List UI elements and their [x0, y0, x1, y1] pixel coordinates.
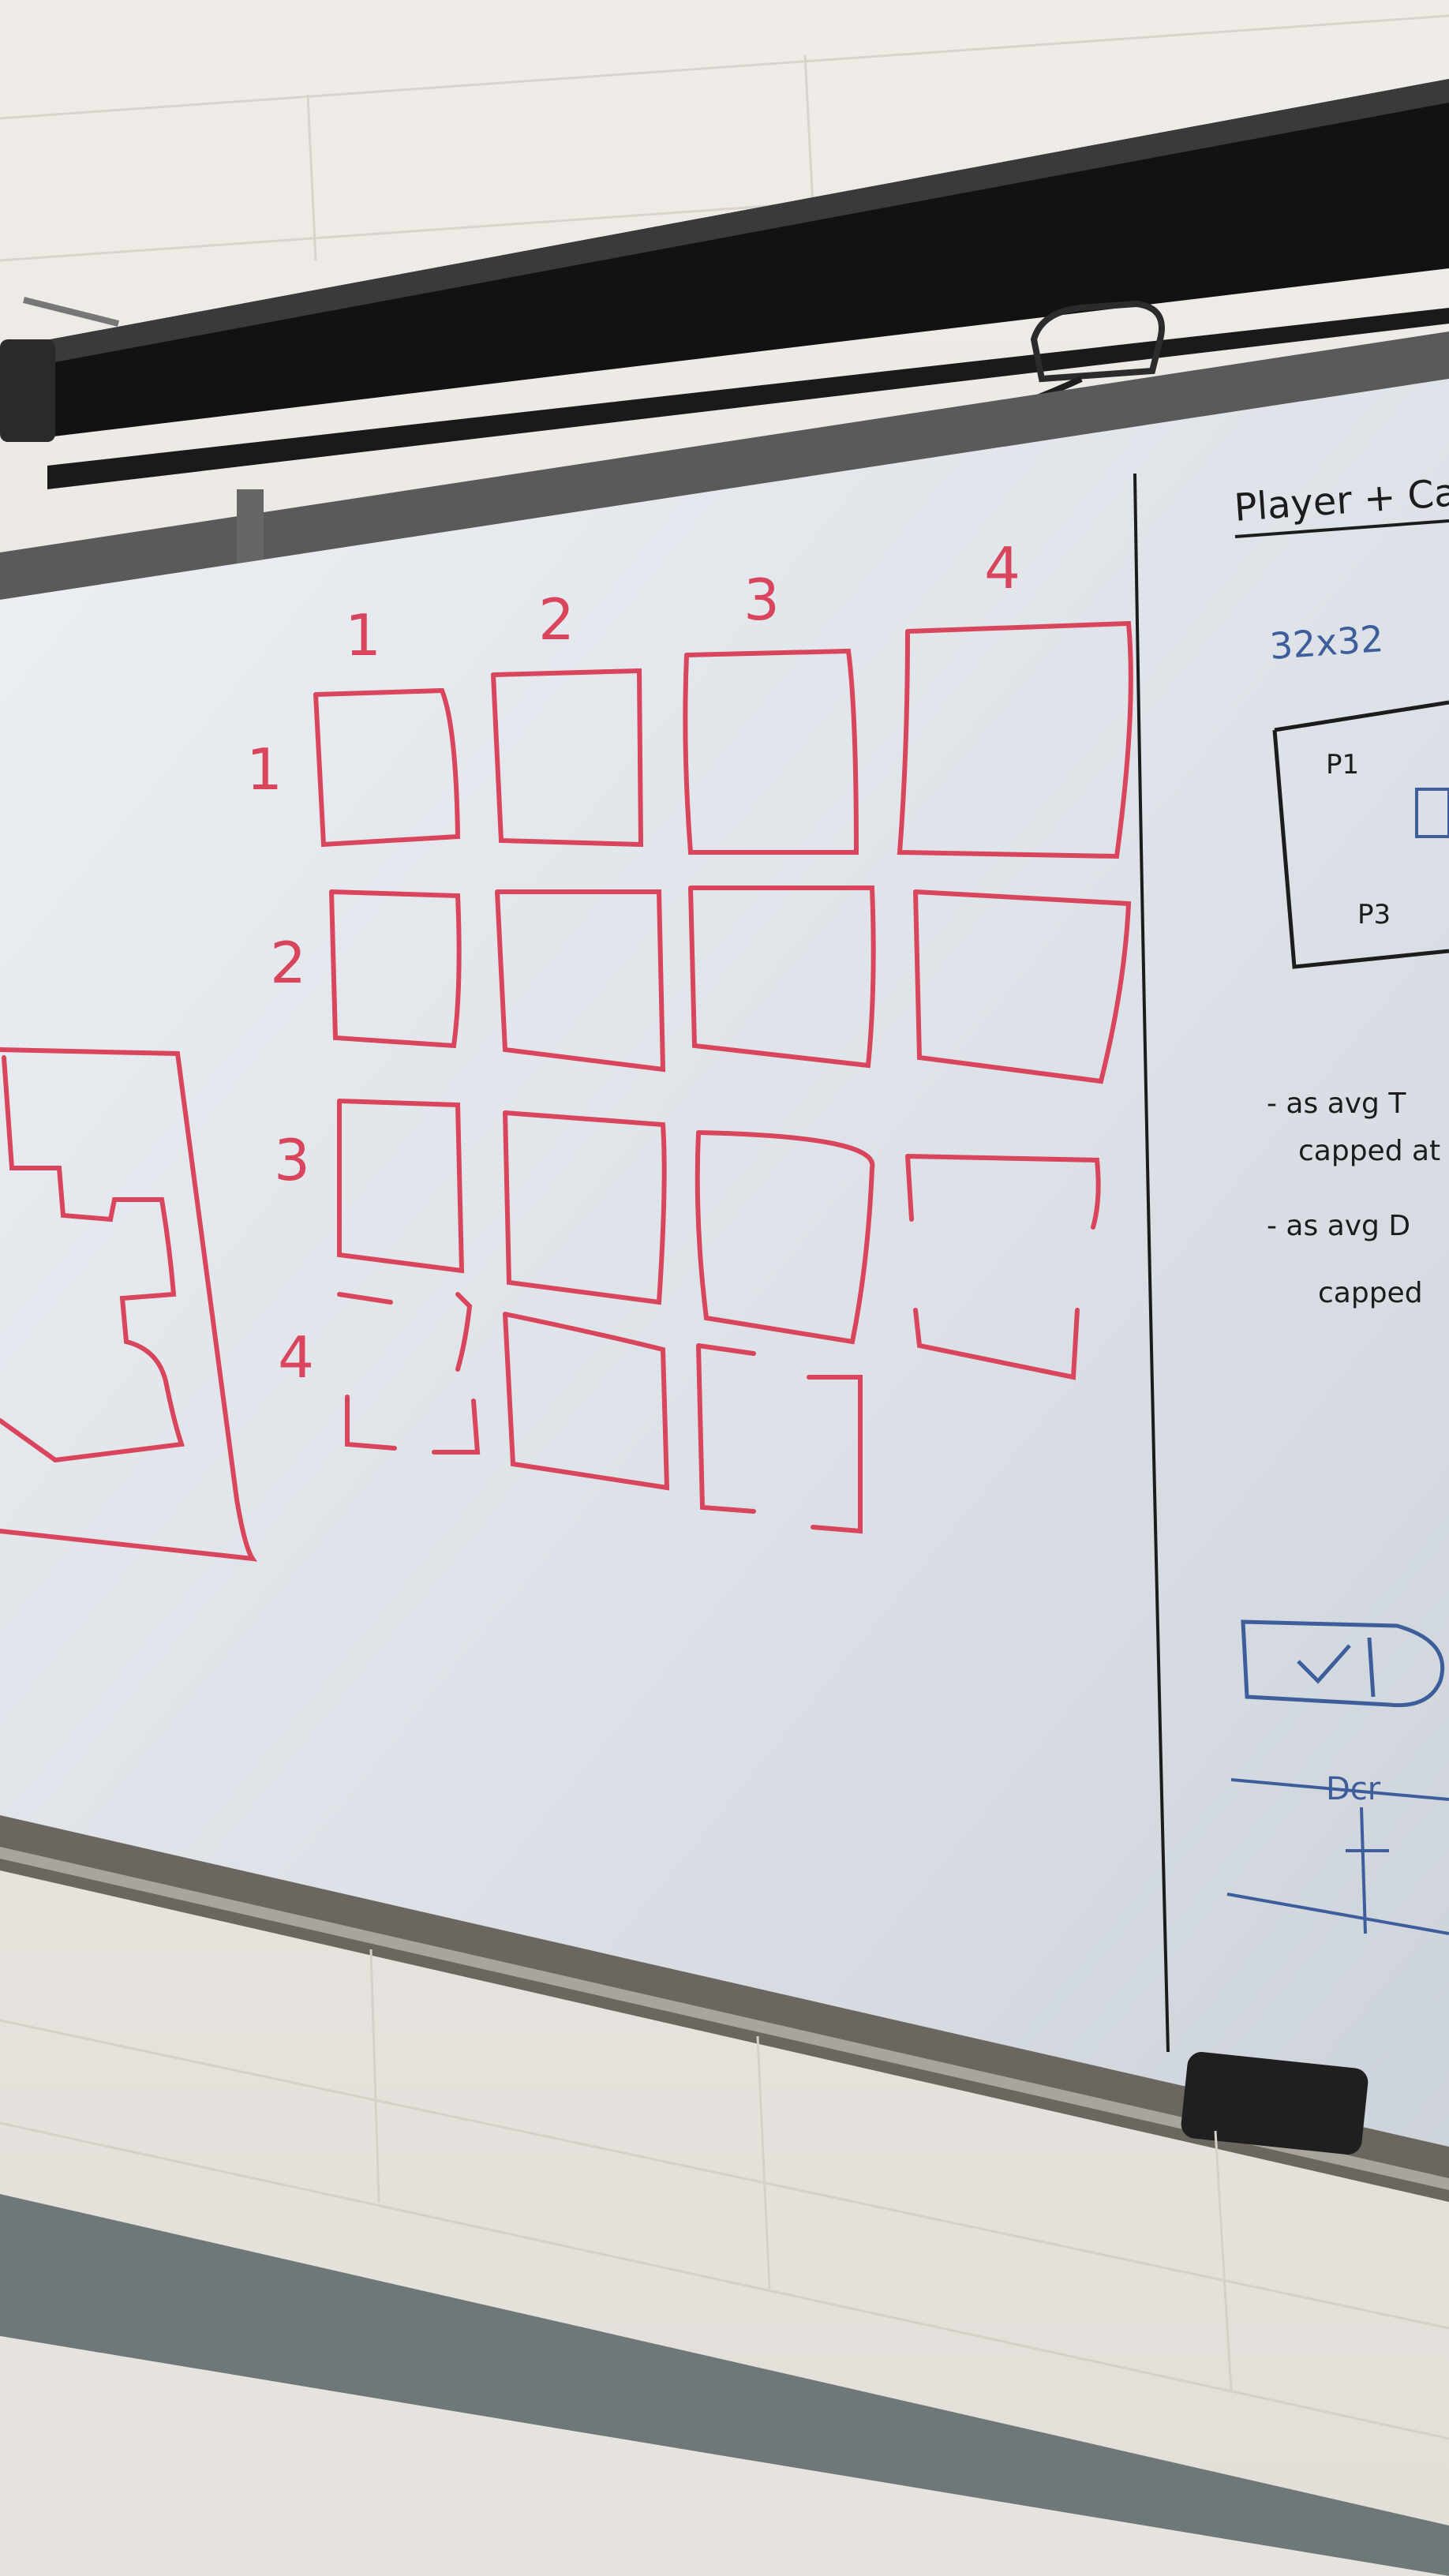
grid-square-r3c1 [337, 1099, 465, 1274]
grid-square-r2c1 [329, 889, 462, 1049]
board-divider-line [1133, 473, 1170, 2053]
red-grid-drawing [0, 620, 1133, 1562]
bullet-1-line-1: - as avg T [1267, 1088, 1406, 1120]
grid-square-r1c1 [313, 687, 461, 848]
column-number-1: 1 [345, 602, 381, 668]
check-mark-icon [1297, 1644, 1351, 1684]
grid-square-r1c4 [897, 620, 1133, 859]
grid-square-r4c3 [696, 1343, 863, 1534]
box-label-p3: P3 [1357, 899, 1391, 930]
row-number-4: 4 [278, 1324, 314, 1391]
wall-stripe [0, 2194, 1449, 2576]
blue-check-box [1241, 1619, 1445, 1708]
grid-square-r4c2 [503, 1312, 670, 1491]
column-numbers: 1 2 3 4 [345, 535, 1020, 668]
blue-mini-box [1415, 788, 1449, 838]
grid-square-r3c3 [695, 1130, 875, 1345]
bullet-2-line-1: - as avg D [1267, 1210, 1410, 1242]
grid-square-r2c3 [688, 886, 876, 1069]
board-top-frame [0, 331, 1449, 600]
lower-table-lines [1226, 1778, 1449, 1935]
row-number-1: 1 [246, 736, 283, 803]
grid-square-r2c2 [495, 889, 666, 1073]
whiteboard-surface [0, 379, 1449, 2147]
grid-square-r3c2 [503, 1110, 667, 1305]
eraser [1181, 2052, 1368, 2155]
player-box [1272, 700, 1449, 969]
row-numbers: 1 2 3 4 [246, 736, 314, 1391]
column-number-4: 4 [984, 535, 1020, 601]
row-number-3: 3 [274, 1127, 310, 1193]
wall-blocks-bottom [0, 1949, 1449, 2440]
bullet-1-line-2: capped at [1298, 1135, 1440, 1167]
grid-square-r4c1 [337, 1292, 481, 1455]
box-label-p1: P1 [1326, 749, 1359, 781]
board-clip [237, 489, 264, 568]
grid-square-r2c4 [913, 889, 1132, 1084]
irregular-shape [0, 1047, 258, 1562]
bullet-2-line-2: capped [1318, 1277, 1423, 1309]
row-number-2: 2 [270, 930, 306, 996]
lower-mark: Dcr [1326, 1771, 1381, 1807]
grid-square-r1c2 [491, 668, 644, 848]
size-note: 32x32 [1268, 617, 1385, 668]
column-number-3: 3 [743, 567, 780, 633]
grid-square-r3c4 [905, 1154, 1101, 1380]
grid-square-r1c3 [683, 648, 859, 855]
column-number-2: 2 [538, 586, 575, 653]
right-panel-notes: Player + Ca 32x32 P1 P3 - as avg T cappe… [1226, 470, 1449, 1935]
